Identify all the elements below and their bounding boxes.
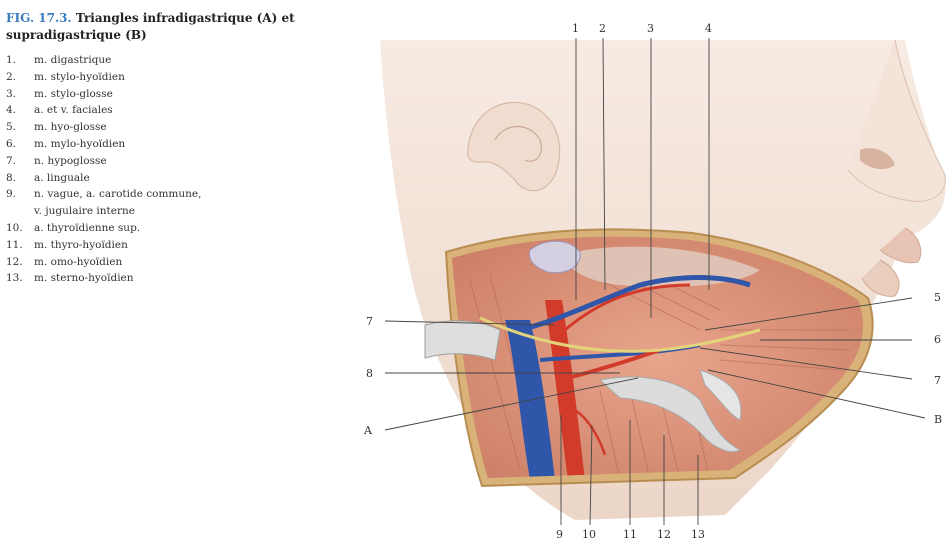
callout-6: 6 xyxy=(934,333,941,346)
legend-item-label: m. hyo-glosse xyxy=(34,121,107,134)
callout-12: 12 xyxy=(657,528,671,541)
legend-item: 1. m. digastrique xyxy=(6,52,306,69)
legend-item-label: a. thyroïdienne sup. xyxy=(34,221,141,234)
legend-item: 5. m. hyo-glosse xyxy=(6,119,306,136)
legend-item-number: 8. xyxy=(6,171,17,184)
callout-13: 13 xyxy=(691,528,705,541)
legend-item-number: 2. xyxy=(6,70,17,83)
legend-item: 11. m. thyro-hyoïdien xyxy=(6,237,306,254)
legend-item-label: m. stylo-hyoïdien xyxy=(34,70,125,83)
callout-8: 8 xyxy=(366,367,373,380)
callout-9: 9 xyxy=(556,528,563,541)
callout-labels: 1 2 3 4 5 6 7 7 8 A B 9 10 11 12 13 xyxy=(363,22,942,541)
figure-caption: Triangles infradigastrique (A) et suprad… xyxy=(6,11,295,42)
legend-item: 2. m. stylo-hyoïdien xyxy=(6,69,306,86)
legend-item-number: 4. xyxy=(6,104,17,117)
callout-7-left: 7 xyxy=(366,315,373,328)
legend-item-number: 11. xyxy=(6,238,23,251)
legend-item-number: 1. xyxy=(6,54,17,66)
callout-b: B xyxy=(934,413,942,426)
legend-item-number: 13. xyxy=(6,272,23,285)
callout-4: 4 xyxy=(705,22,712,35)
callout-2: 2 xyxy=(599,22,606,35)
legend-item-label: m. omo-hyoïdien xyxy=(34,255,123,268)
legend-item-label: n. vague, a. carotide commune, v. jugula… xyxy=(34,188,202,218)
legend-item-number: 3. xyxy=(6,87,17,100)
callout-a: A xyxy=(363,424,373,437)
legend-item-label: m. sterno-hyoïdien xyxy=(34,272,134,285)
callout-3: 3 xyxy=(647,22,654,35)
legend-item-number: 12. xyxy=(6,255,23,268)
legend-item-label: m. stylo-glosse xyxy=(34,87,113,100)
legend-item-number: 7. xyxy=(6,154,17,167)
callout-1: 1 xyxy=(572,22,579,35)
legend-item-number: 10. xyxy=(6,221,23,234)
legend-item-label: m. thyro-hyoïdien xyxy=(34,238,128,251)
legend-item-label: m. mylo-hyoïdien xyxy=(34,137,126,150)
legend-item: 7. n. hypoglosse xyxy=(6,153,306,170)
legend-item-number: 6. xyxy=(6,137,17,150)
legend-item: 6. m. mylo-hyoïdien xyxy=(6,136,306,153)
legend-item: 9. n. vague, a. carotide commune, v. jugu… xyxy=(6,186,306,220)
figure-legend: FIG. 17.3. Triangles infradigastrique (A… xyxy=(6,10,306,287)
legend-item-number: 5. xyxy=(6,121,17,134)
legend-item-label: a. et v. faciales xyxy=(34,104,113,117)
legend-item: 4. a. et v. faciales xyxy=(6,102,306,119)
callout-7-right: 7 xyxy=(934,374,941,387)
callout-10: 10 xyxy=(582,528,596,541)
legend-item-label: n. hypoglosse xyxy=(34,154,107,167)
figure-number: FIG. 17.3. xyxy=(6,11,72,25)
legend-item-number: 9. xyxy=(6,188,17,201)
legend-item-label: a. linguale xyxy=(34,171,90,184)
legend-item: 10. a. thyroïdienne sup. xyxy=(6,220,306,237)
figure-title: FIG. 17.3. Triangles infradigastrique (A… xyxy=(6,10,306,44)
leader-lines xyxy=(384,37,926,526)
callout-5: 5 xyxy=(934,291,941,304)
callout-11: 11 xyxy=(623,528,637,541)
dissection-field xyxy=(424,228,874,488)
legend-item: 3. m. stylo-glosse xyxy=(6,86,306,103)
legend-item: 13. m. sterno-hyoïdien xyxy=(6,270,306,287)
legend-item: 12. m. omo-hyoïdien xyxy=(6,254,306,271)
legend-item-label: m. digastrique xyxy=(34,54,112,66)
legend-item: 8. a. linguale xyxy=(6,170,306,187)
legend-list: 1. m. digastrique 2. m. stylo-hyoïdien 3. m. … xyxy=(6,52,306,287)
